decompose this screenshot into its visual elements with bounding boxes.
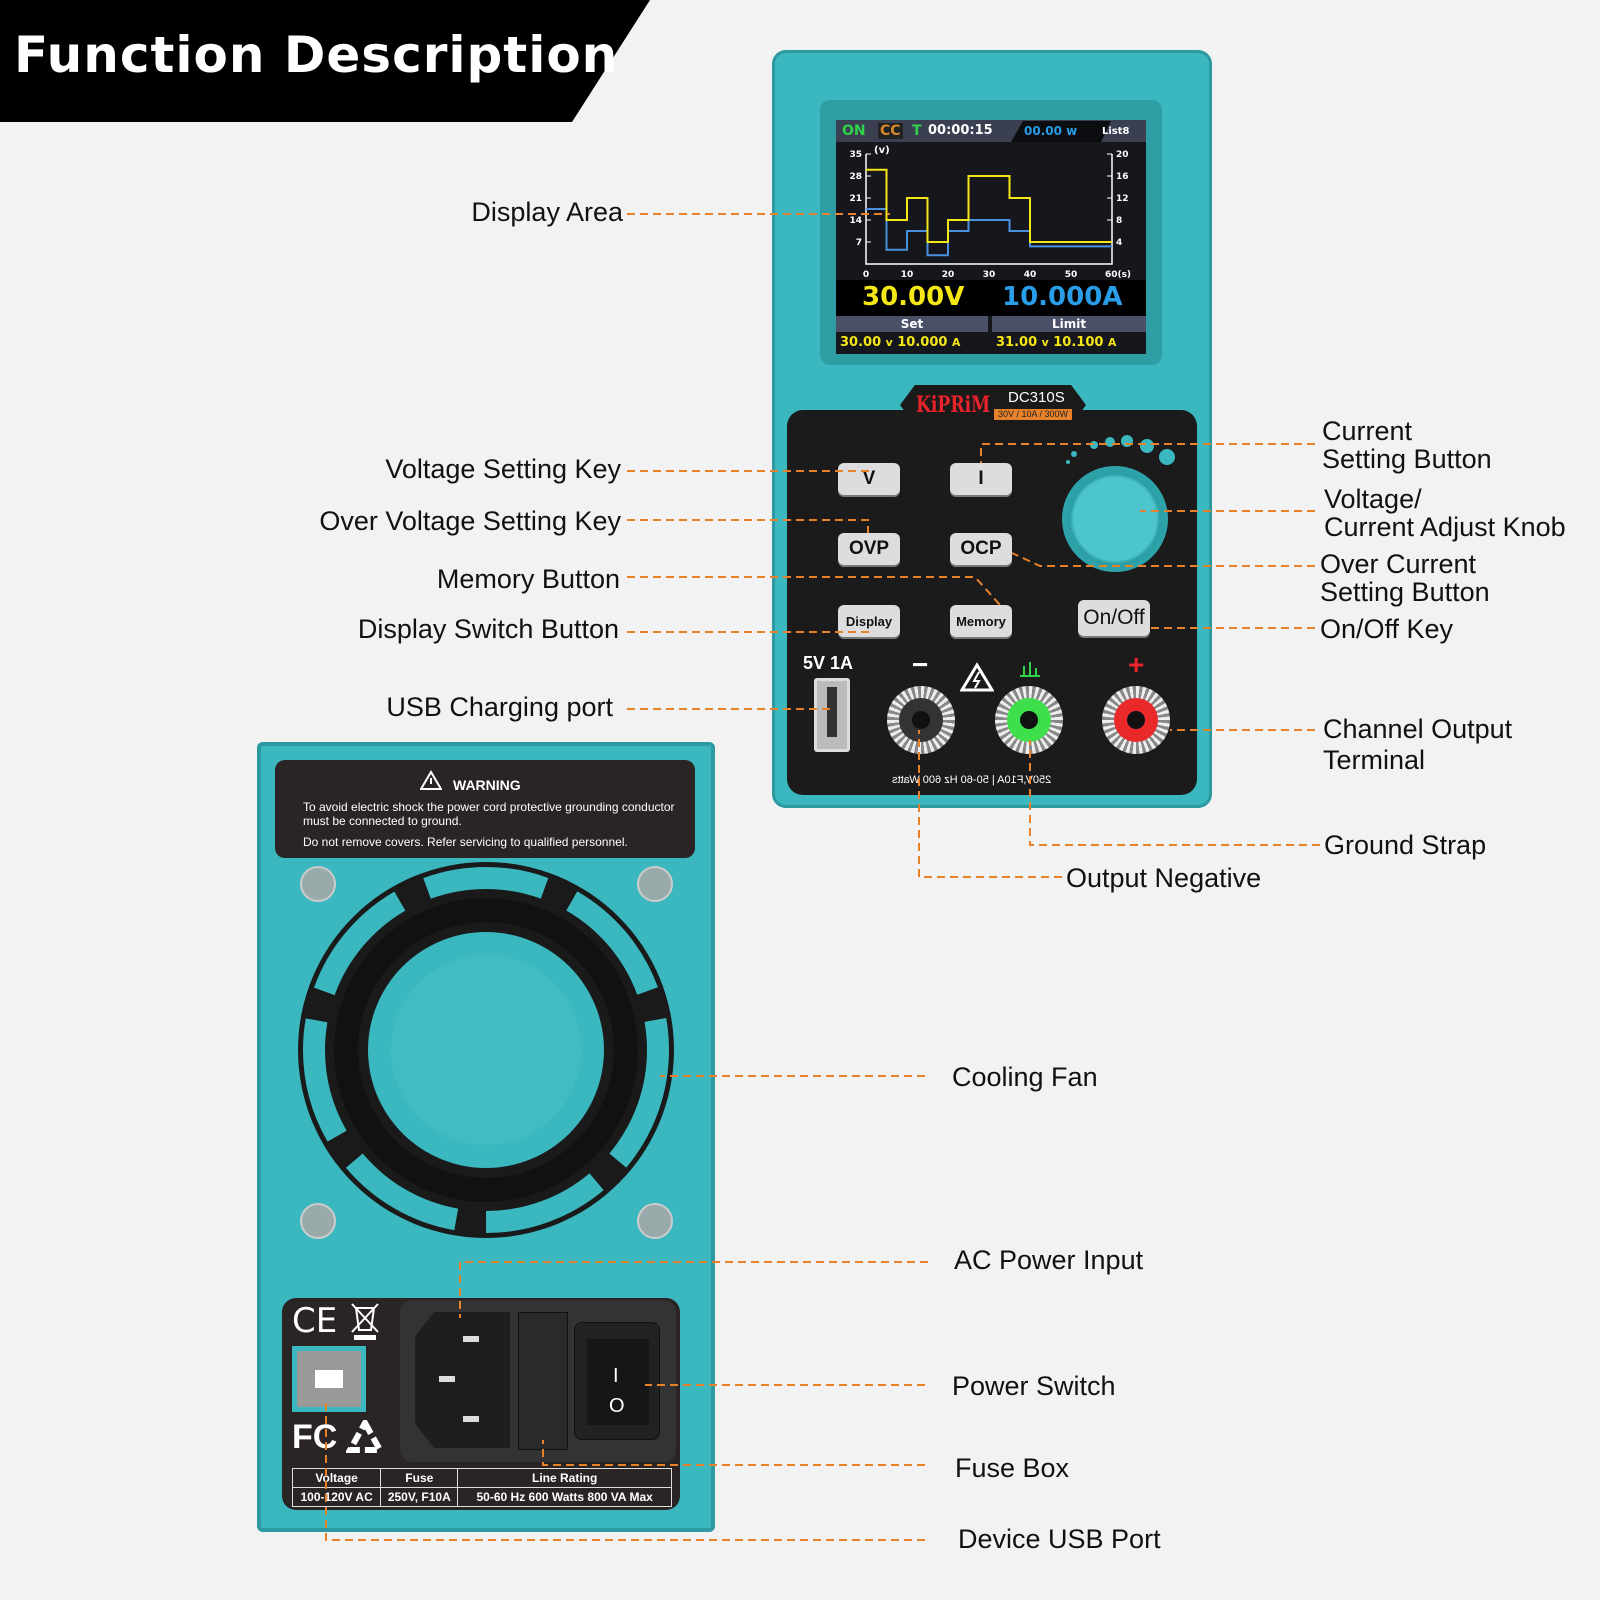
label-display-area: Display Area [471,197,623,227]
switch-on-mark: I [613,1365,619,1387]
ground-symbol-icon [1020,662,1040,677]
on-off-key[interactable]: On/Off [1078,600,1150,636]
cooling-fan [298,862,674,1238]
list-indicator: List8 [1102,126,1130,137]
title-banner [0,0,650,122]
current-series-line [866,208,1112,257]
y-right-tick-label: 4 [1116,238,1122,248]
label-onoff: On/Off Key [1320,614,1454,644]
x-tick-label: 0 [863,270,869,280]
y-left-tick-label: 7 [856,238,862,248]
x-tick-label: 30 [983,270,996,280]
warning-text-2: Do not remove covers. Refer servicing to… [303,835,628,849]
current-setting-button[interactable]: I [950,463,1012,495]
screw [637,1203,673,1239]
y-right-tick-label: 20 [1116,150,1129,160]
label-display-switch: Display Switch Button [357,614,619,644]
y-left-tick-label: 14 [849,216,862,226]
display-area: ON CC T 00:00:15 00.00 w List8 35 28 21 14 7… [836,120,1146,354]
output-positive-terminal[interactable] [1102,686,1170,754]
label-usb-charging: USB Charging port [386,692,613,722]
memory-button[interactable]: Memory [950,605,1012,637]
ovp-key[interactable]: OVP [838,533,900,565]
label-ovp-key: Over Voltage Setting Key [319,506,621,536]
label-memory: Memory Button [436,564,620,594]
recycle-icon [346,1420,384,1453]
warning-icon [420,770,442,790]
label-negative: Output Negative [1066,863,1262,893]
label-fan: Cooling Fan [952,1062,1098,1092]
ocp-button[interactable]: OCP [950,533,1012,565]
power-readout: 00.00 w [1024,124,1078,138]
x-tick-label: 40 [1024,270,1037,280]
screw [637,866,673,902]
set-values: 30.00 v 10.000 A [840,335,961,350]
voltage-readout: 30.00V [862,282,965,312]
mode-cc: CC [878,123,903,139]
adjust-knob[interactable] [1062,466,1168,572]
model-spec: 30V / 10A / 300W [994,409,1073,420]
set-label: Set [836,316,988,332]
ac-power-input[interactable] [415,1312,510,1448]
voltage-key[interactable]: V [838,463,900,495]
warning-text-1: To avoid electric shock the power cord p… [303,800,675,828]
screw [300,1203,336,1239]
y-left-tick-label: 21 [849,194,862,204]
current-readout: 10.000A [1002,282,1123,312]
label-device-usb: Device USB Port [958,1524,1161,1554]
usb-charging-port[interactable] [814,678,850,752]
warning-panel: WARNING To avoid electric shock the powe… [275,760,695,858]
timer-label: T [912,123,922,139]
limit-label: Limit [992,316,1146,332]
model-name: DC310S [1008,389,1065,406]
usb-rating: 5V 1A [803,653,854,673]
high-voltage-warning-icon [960,662,994,692]
output-negative-terminal[interactable] [887,686,955,754]
label-voltage-key: Voltage Setting Key [385,454,621,484]
device-usb-port[interactable] [292,1346,366,1412]
fcc-mark: FC [292,1418,338,1456]
weee-bin-icon [351,1303,379,1340]
page-title: Function Description [14,26,619,84]
label-power-switch: Power Switch [952,1371,1116,1401]
x-tick-label: 50 [1065,270,1078,280]
timer: 00:00:15 [928,123,993,138]
negative-sign: − [912,649,929,680]
x-tick-label: 20 [942,270,955,280]
y-left-tick-label: 35 [849,150,862,160]
power-switch[interactable]: I O [574,1322,660,1440]
label-knob: Voltage/Current Adjust Knob [1324,484,1566,542]
ground-terminal[interactable] [995,686,1063,754]
label-ground: Ground Strap [1324,830,1487,860]
positive-sign: + [1128,649,1145,680]
x-unit-label: 60(s) [1105,270,1131,280]
fuse-box[interactable] [518,1312,568,1450]
brand-logo: KiPRiM [916,392,991,418]
y-left-tick-label: 28 [849,172,862,182]
y-right-tick-label: 12 [1116,194,1129,204]
x-tick-label: 10 [901,270,914,280]
ce-mark: CE [292,1301,338,1341]
status-on: ON [842,123,866,139]
switch-off-mark: O [609,1395,625,1417]
label-fuse: Fuse Box [955,1453,1070,1483]
screw [300,866,336,902]
y-unit: (v) [874,145,890,156]
label-ac-input: AC Power Input [954,1245,1144,1275]
limit-values: 31.00 v 10.100 A [996,335,1117,350]
voltage-series-line [866,168,1112,243]
warning-title: WARNING [453,777,521,793]
y-right-tick-label: 8 [1116,216,1122,226]
y-right-tick-label: 16 [1116,172,1129,182]
